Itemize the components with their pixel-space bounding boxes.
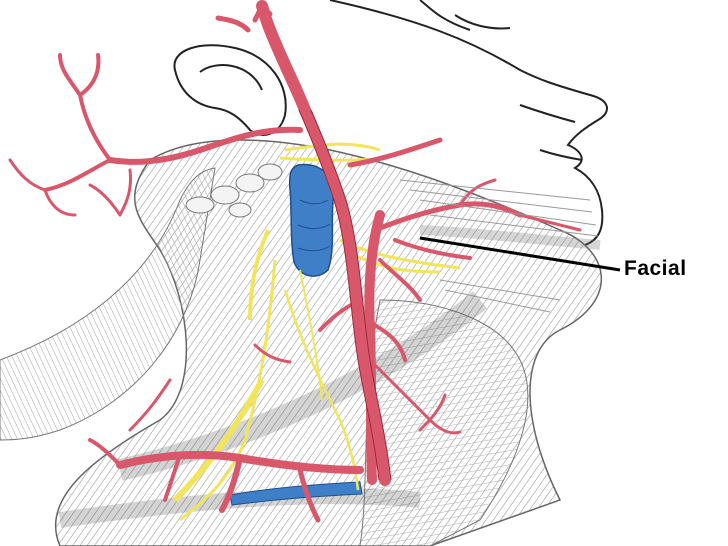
artery-outlines [298, 109, 392, 481]
arteries [8, 0, 582, 523]
jaw-hatching [399, 179, 599, 313]
facial-label: Facial [624, 257, 687, 280]
jugular-vein [229, 163, 363, 506]
gland-chain [185, 163, 283, 218]
ear [173, 44, 287, 136]
face-outline [329, 0, 608, 246]
facial-callout-line [419, 236, 621, 272]
